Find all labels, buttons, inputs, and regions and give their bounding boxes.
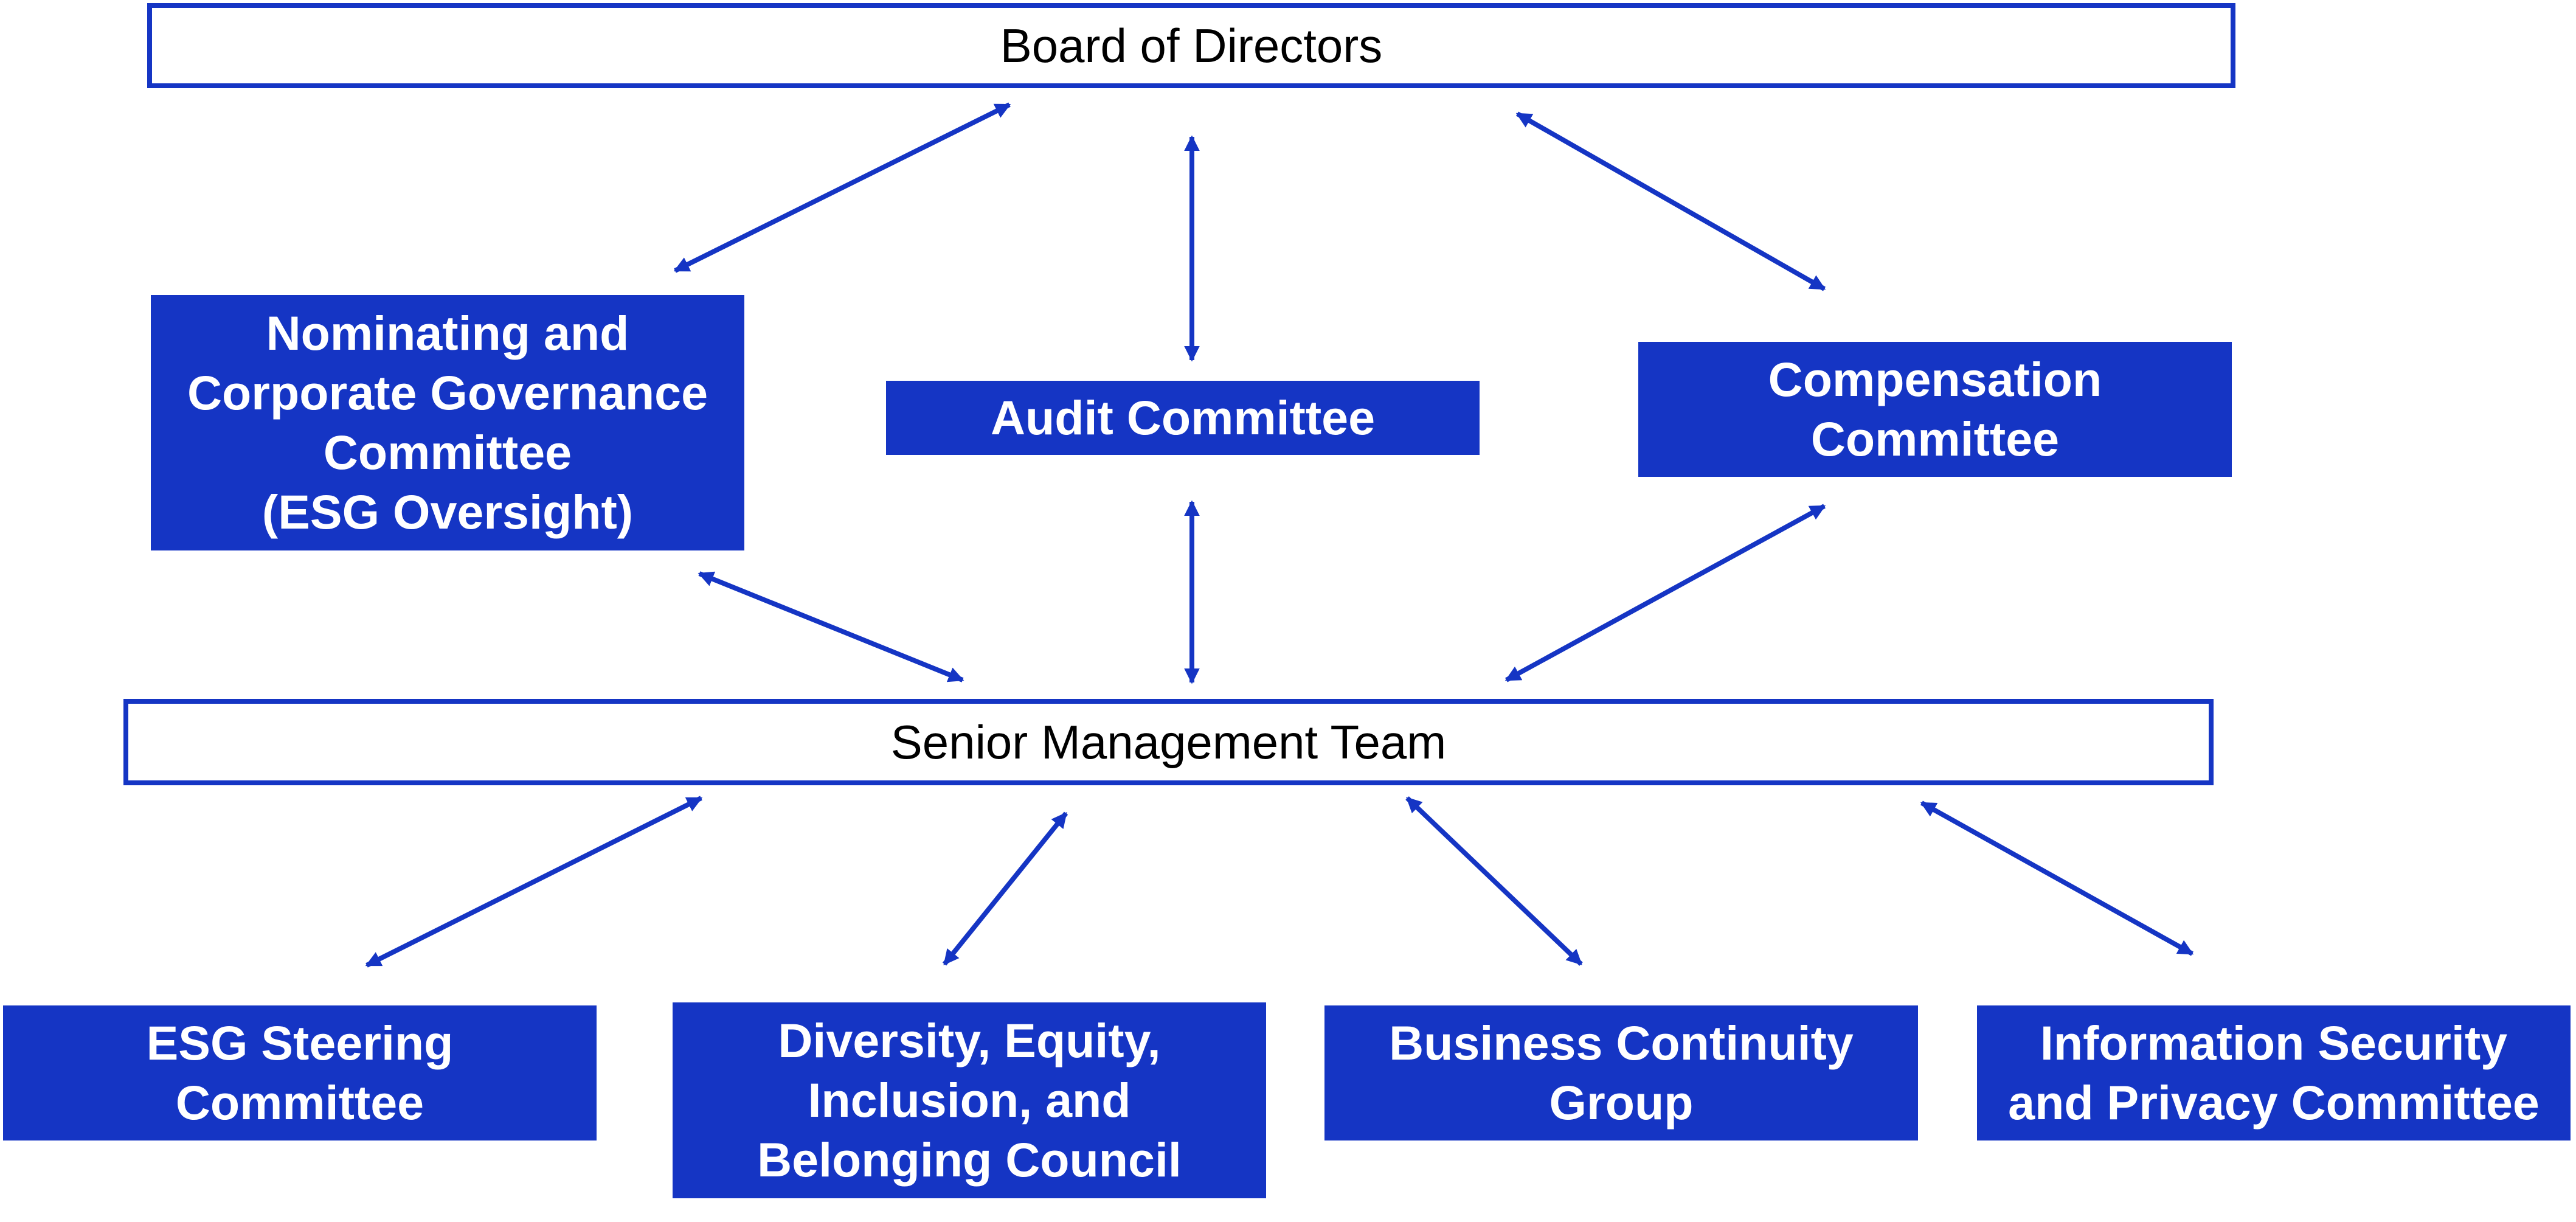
nominating-committee-label: Nominating and Corporate Governance Comm…	[187, 306, 708, 539]
compensation-committee-label: Compensation Committee	[1768, 352, 2102, 466]
arrow-nominating-senior-management	[698, 571, 964, 682]
esg-steering-committee-label: ESG Steering Committee	[146, 1016, 454, 1130]
arrow-senior-management-infosec-privacy	[1920, 800, 2194, 956]
compensation-committee-box: Compensation Committee	[1638, 342, 2232, 477]
esg-steering-committee-box: ESG Steering Committee	[3, 1005, 597, 1140]
infosec-privacy-committee-label: Information Security and Privacy Committ…	[2008, 1016, 2540, 1130]
board-of-directors-box: Board of Directors	[147, 3, 2235, 88]
business-continuity-group-label: Business Continuity Group	[1389, 1016, 1854, 1130]
arrow-board-compensation	[1515, 111, 1826, 291]
board-of-directors-label: Board of Directors	[1000, 18, 1383, 72]
arrow-senior-management-esg-steering	[365, 796, 703, 968]
deib-council-label: Diversity, Equity, Inclusion, and Belong…	[757, 1013, 1182, 1187]
audit-committee-box: Audit Committee	[886, 381, 1480, 455]
senior-management-team-box: Senior Management Team	[123, 699, 2214, 785]
arrow-senior-management-deib	[942, 811, 1068, 966]
senior-management-team-label: Senior Management Team	[890, 715, 1447, 769]
audit-committee-label: Audit Committee	[991, 391, 1375, 445]
arrow-board-nominating	[673, 102, 1011, 273]
nominating-committee-box: Nominating and Corporate Governance Comm…	[151, 295, 744, 550]
infosec-privacy-committee-box: Information Security and Privacy Committ…	[1977, 1005, 2571, 1140]
arrow-compensation-senior-management	[1504, 504, 1826, 682]
arrow-senior-management-business-continuity	[1405, 796, 1583, 966]
deib-council-box: Diversity, Equity, Inclusion, and Belong…	[673, 1002, 1266, 1198]
business-continuity-group-box: Business Continuity Group	[1324, 1005, 1918, 1140]
